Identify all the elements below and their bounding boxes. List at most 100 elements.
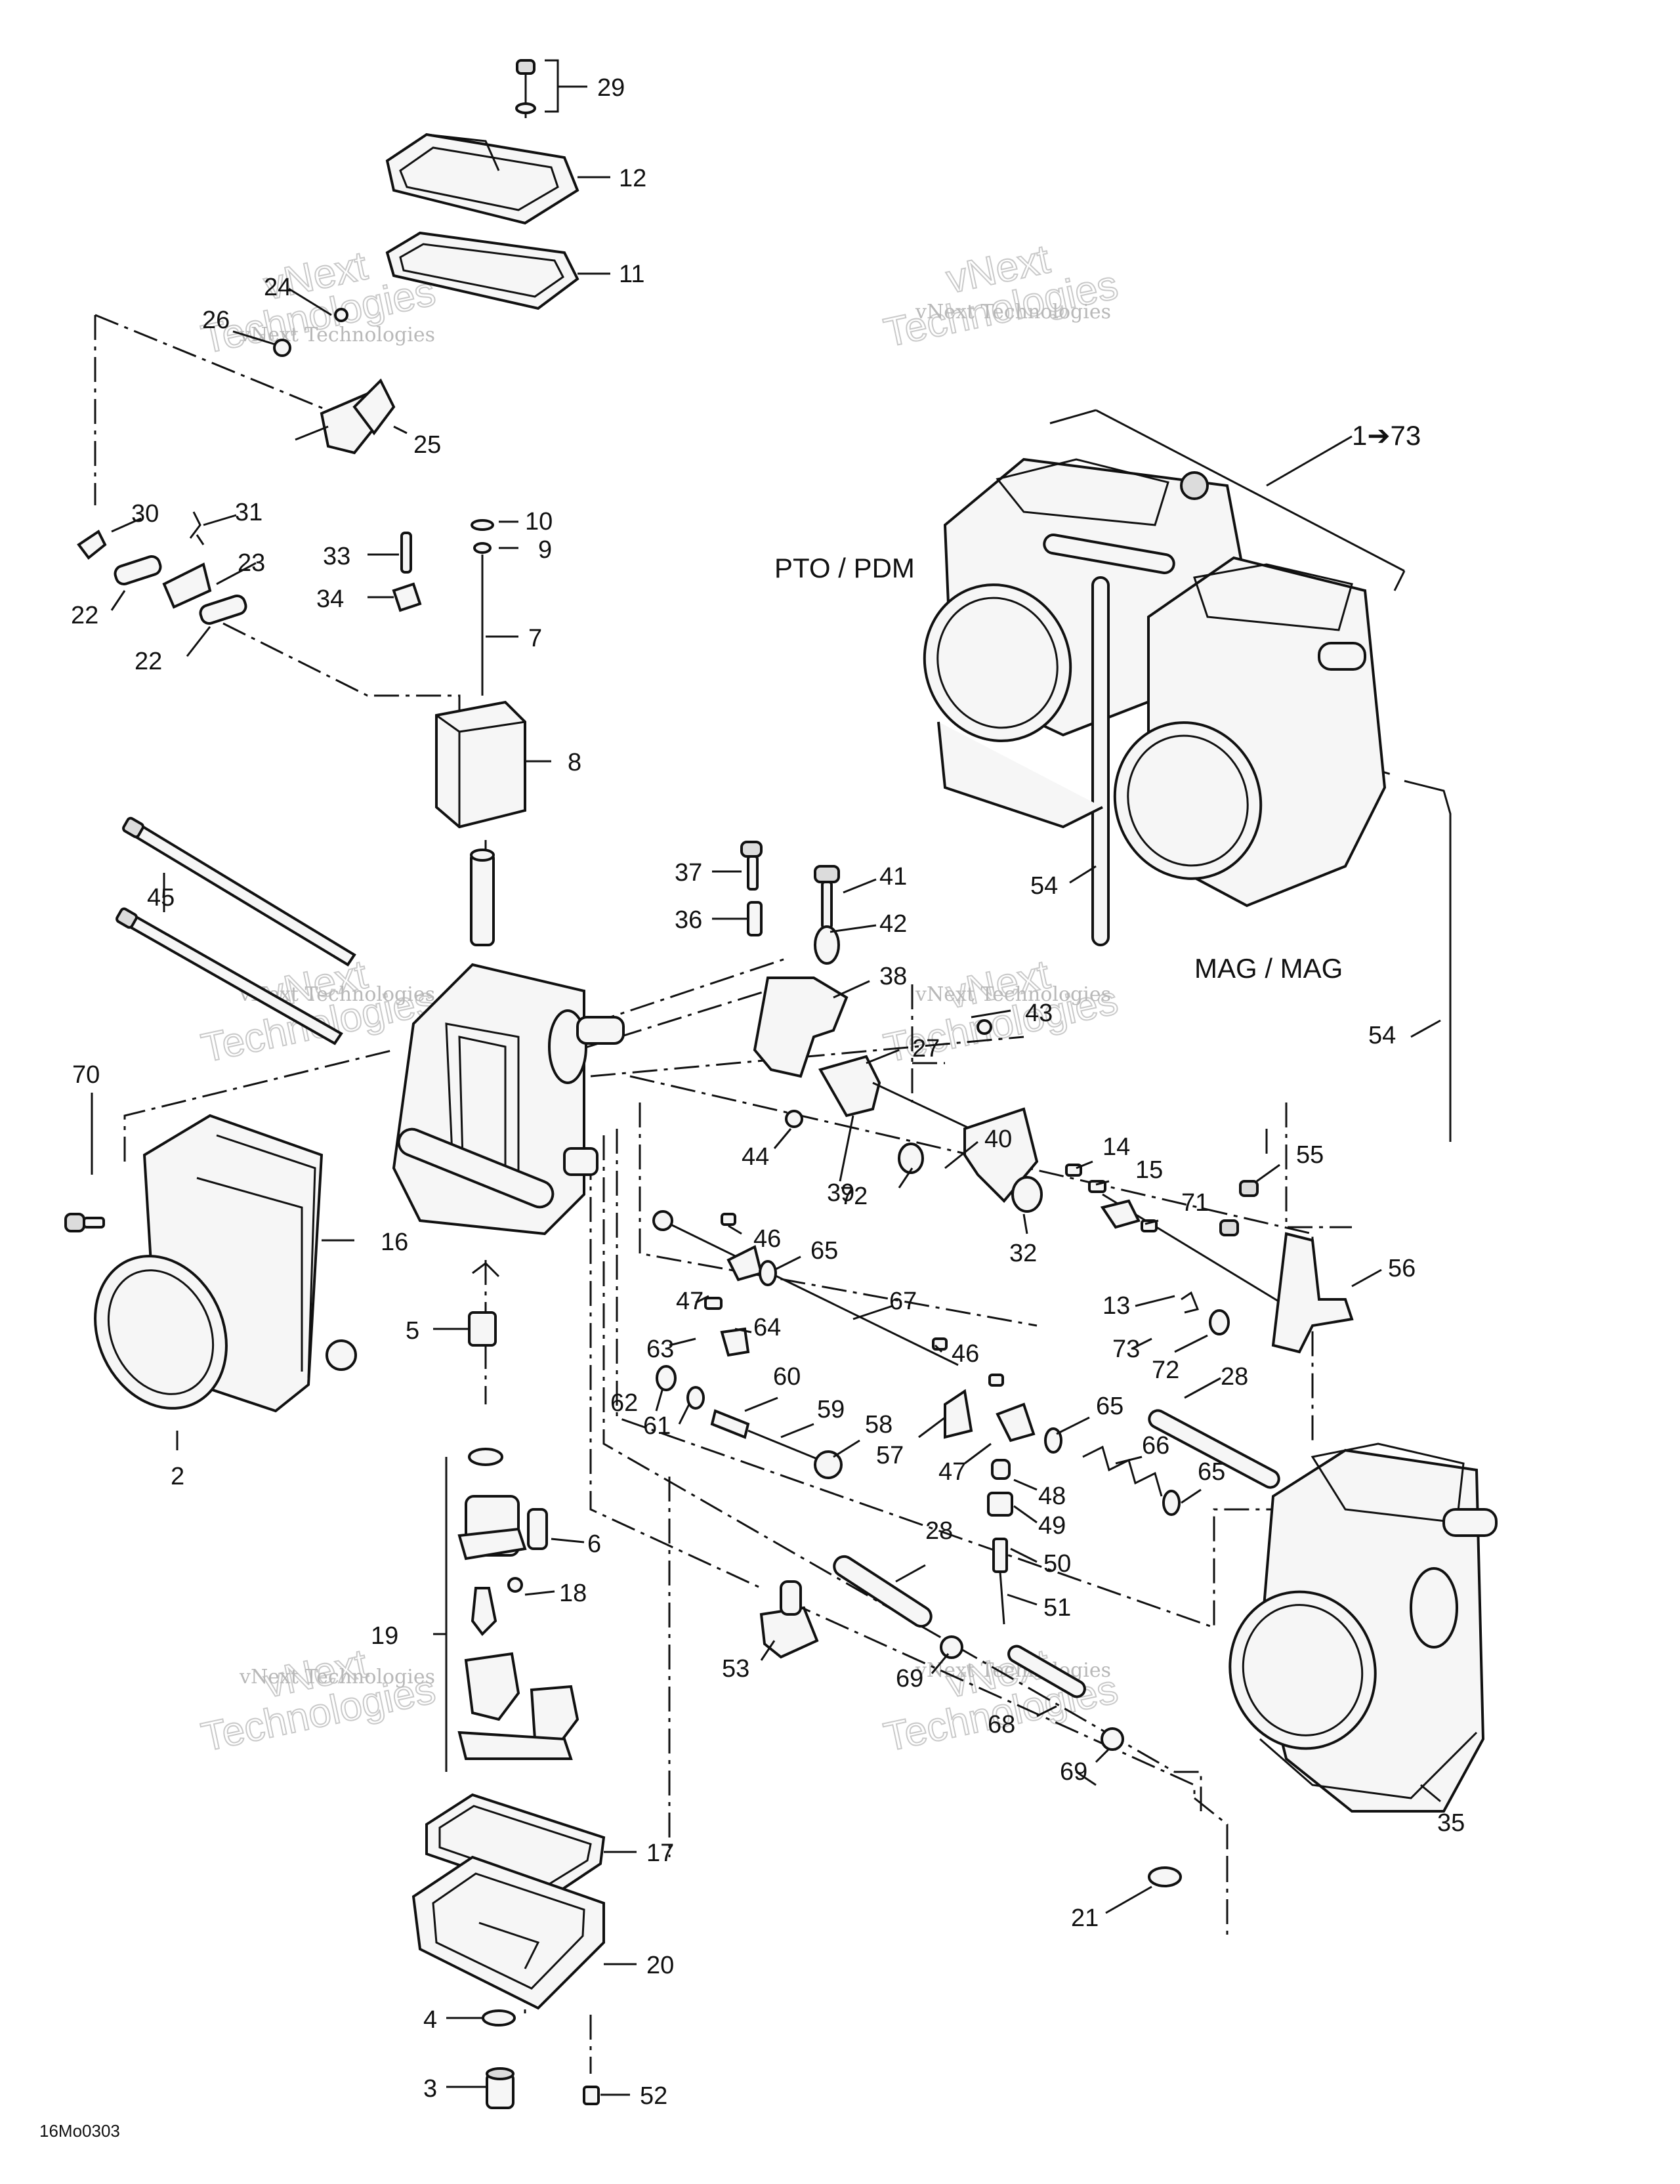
long-bolts [116,816,356,1045]
callout-30: 30 [131,500,159,528]
callout-65-lower: 65 [1198,1458,1225,1486]
callout-40: 40 [984,1125,1012,1153]
float-bowl-gasket [425,1793,606,1899]
assembly-range-label: 1➔73 [1352,420,1421,451]
callout-49: 49 [1038,1512,1066,1540]
callout-71: 71 [1181,1189,1209,1217]
fuel-lines [759,1555,1182,1887]
leader-lines [91,59,1441,2096]
callout-48: 48 [1038,1482,1066,1510]
callout-15: 15 [1135,1156,1163,1184]
callout-37: 37 [675,859,702,887]
balance-pipe [1082,1409,1280,1516]
callout-20: 20 [646,1952,674,1979]
callout-27: 27 [912,1035,940,1062]
callout-18: 18 [559,1580,587,1607]
carburetor-top-cover [385,133,579,225]
callout-72-upper: 72 [840,1183,868,1210]
callout-21: 21 [1071,1904,1099,1932]
callout-46-lower: 46 [952,1340,979,1368]
linkage-plates [77,511,247,625]
callout-35: 35 [1437,1809,1465,1837]
callout-9: 9 [538,536,552,564]
callout-3: 3 [423,2075,437,2103]
callout-14: 14 [1102,1133,1130,1161]
pilot-jet [987,1459,1013,1625]
callout-47-upper: 47 [676,1288,704,1315]
callout-29: 29 [597,74,625,102]
throttle-linkage [740,841,1043,1213]
callout-67: 67 [889,1288,917,1315]
callout-57: 57 [876,1442,904,1469]
needle-jet [470,849,495,946]
callout-51: 51 [1043,1594,1071,1622]
watermark-text: vNext Technologies [915,983,1111,1006]
callout-25: 25 [413,431,441,459]
callout-32: 32 [1009,1240,1037,1267]
callout-numbers: 29 12 11 24 26 25 30 31 23 22 22 33 34 1… [39,74,1465,2141]
callout-19: 19 [371,1622,398,1650]
callout-60: 60 [773,1363,801,1391]
watermark-group: Technologies vNext vNext Technologies Te… [197,236,1122,1761]
callout-5: 5 [406,1317,419,1345]
callout-44: 44 [742,1143,769,1171]
callout-28-lower: 28 [925,1517,953,1545]
callout-10: 10 [525,508,553,536]
callout-24: 24 [264,274,291,301]
callout-6: 6 [587,1530,601,1558]
throttle-shaft [1065,1164,1354,1354]
callout-38: 38 [879,963,907,990]
main-jet-5 [468,1262,500,1347]
intake-adapter [94,1114,357,1413]
watermark-text: vNext Technologies [915,301,1111,324]
idle-screw [656,1365,843,1479]
callout-13: 13 [1102,1292,1130,1320]
carburetor-body [392,963,625,1236]
callout-56: 56 [1388,1255,1416,1282]
callout-17: 17 [646,1839,674,1867]
callout-43: 43 [1025,999,1053,1027]
callout-69-lower: 69 [1060,1758,1087,1786]
callout-62: 62 [610,1389,638,1417]
carburetor-assembly [923,457,1387,946]
callout-70: 70 [72,1061,100,1089]
callout-64: 64 [753,1314,781,1341]
callout-47-lower: 47 [938,1458,966,1486]
callout-33: 33 [323,543,350,570]
callout-22-lower: 22 [135,648,162,675]
callout-41: 41 [879,863,907,891]
callout-55: 55 [1296,1141,1324,1169]
callout-31: 31 [235,499,262,526]
vent-hose [1404,780,1452,1142]
callout-7: 7 [528,625,542,652]
callout-45: 45 [147,884,175,912]
callout-42: 42 [879,910,907,938]
diagram-code: 16Mo0303 [39,2121,120,2141]
callout-65-upper: 65 [810,1237,838,1265]
callout-23: 23 [238,549,265,577]
callout-53: 53 [722,1655,749,1683]
callout-54-right: 54 [1368,1022,1396,1049]
callout-46-upper: 46 [753,1225,781,1253]
jet-needle [471,519,494,696]
lever-25 [273,308,396,455]
callout-4: 4 [423,2006,437,2034]
callout-50: 50 [1043,1550,1071,1578]
callout-73: 73 [1112,1335,1140,1363]
callout-72-lower: 72 [1152,1356,1179,1384]
callout-34: 34 [316,585,344,613]
watermark-text: vNext Technologies [239,1666,435,1689]
callout-22-upper: 22 [71,602,98,629]
pto-side-label: PTO / PDM [774,553,915,583]
float-assembly [457,1448,579,1760]
callout-26: 26 [202,306,230,334]
callout-12: 12 [619,165,646,192]
callout-36: 36 [675,906,702,934]
callout-59: 59 [817,1396,845,1423]
callout-63: 63 [646,1335,674,1363]
callout-69-upper: 69 [896,1665,923,1692]
carburetor-mag-side [1228,1442,1498,1813]
callout-61: 61 [643,1412,671,1440]
callout-8: 8 [568,749,581,776]
